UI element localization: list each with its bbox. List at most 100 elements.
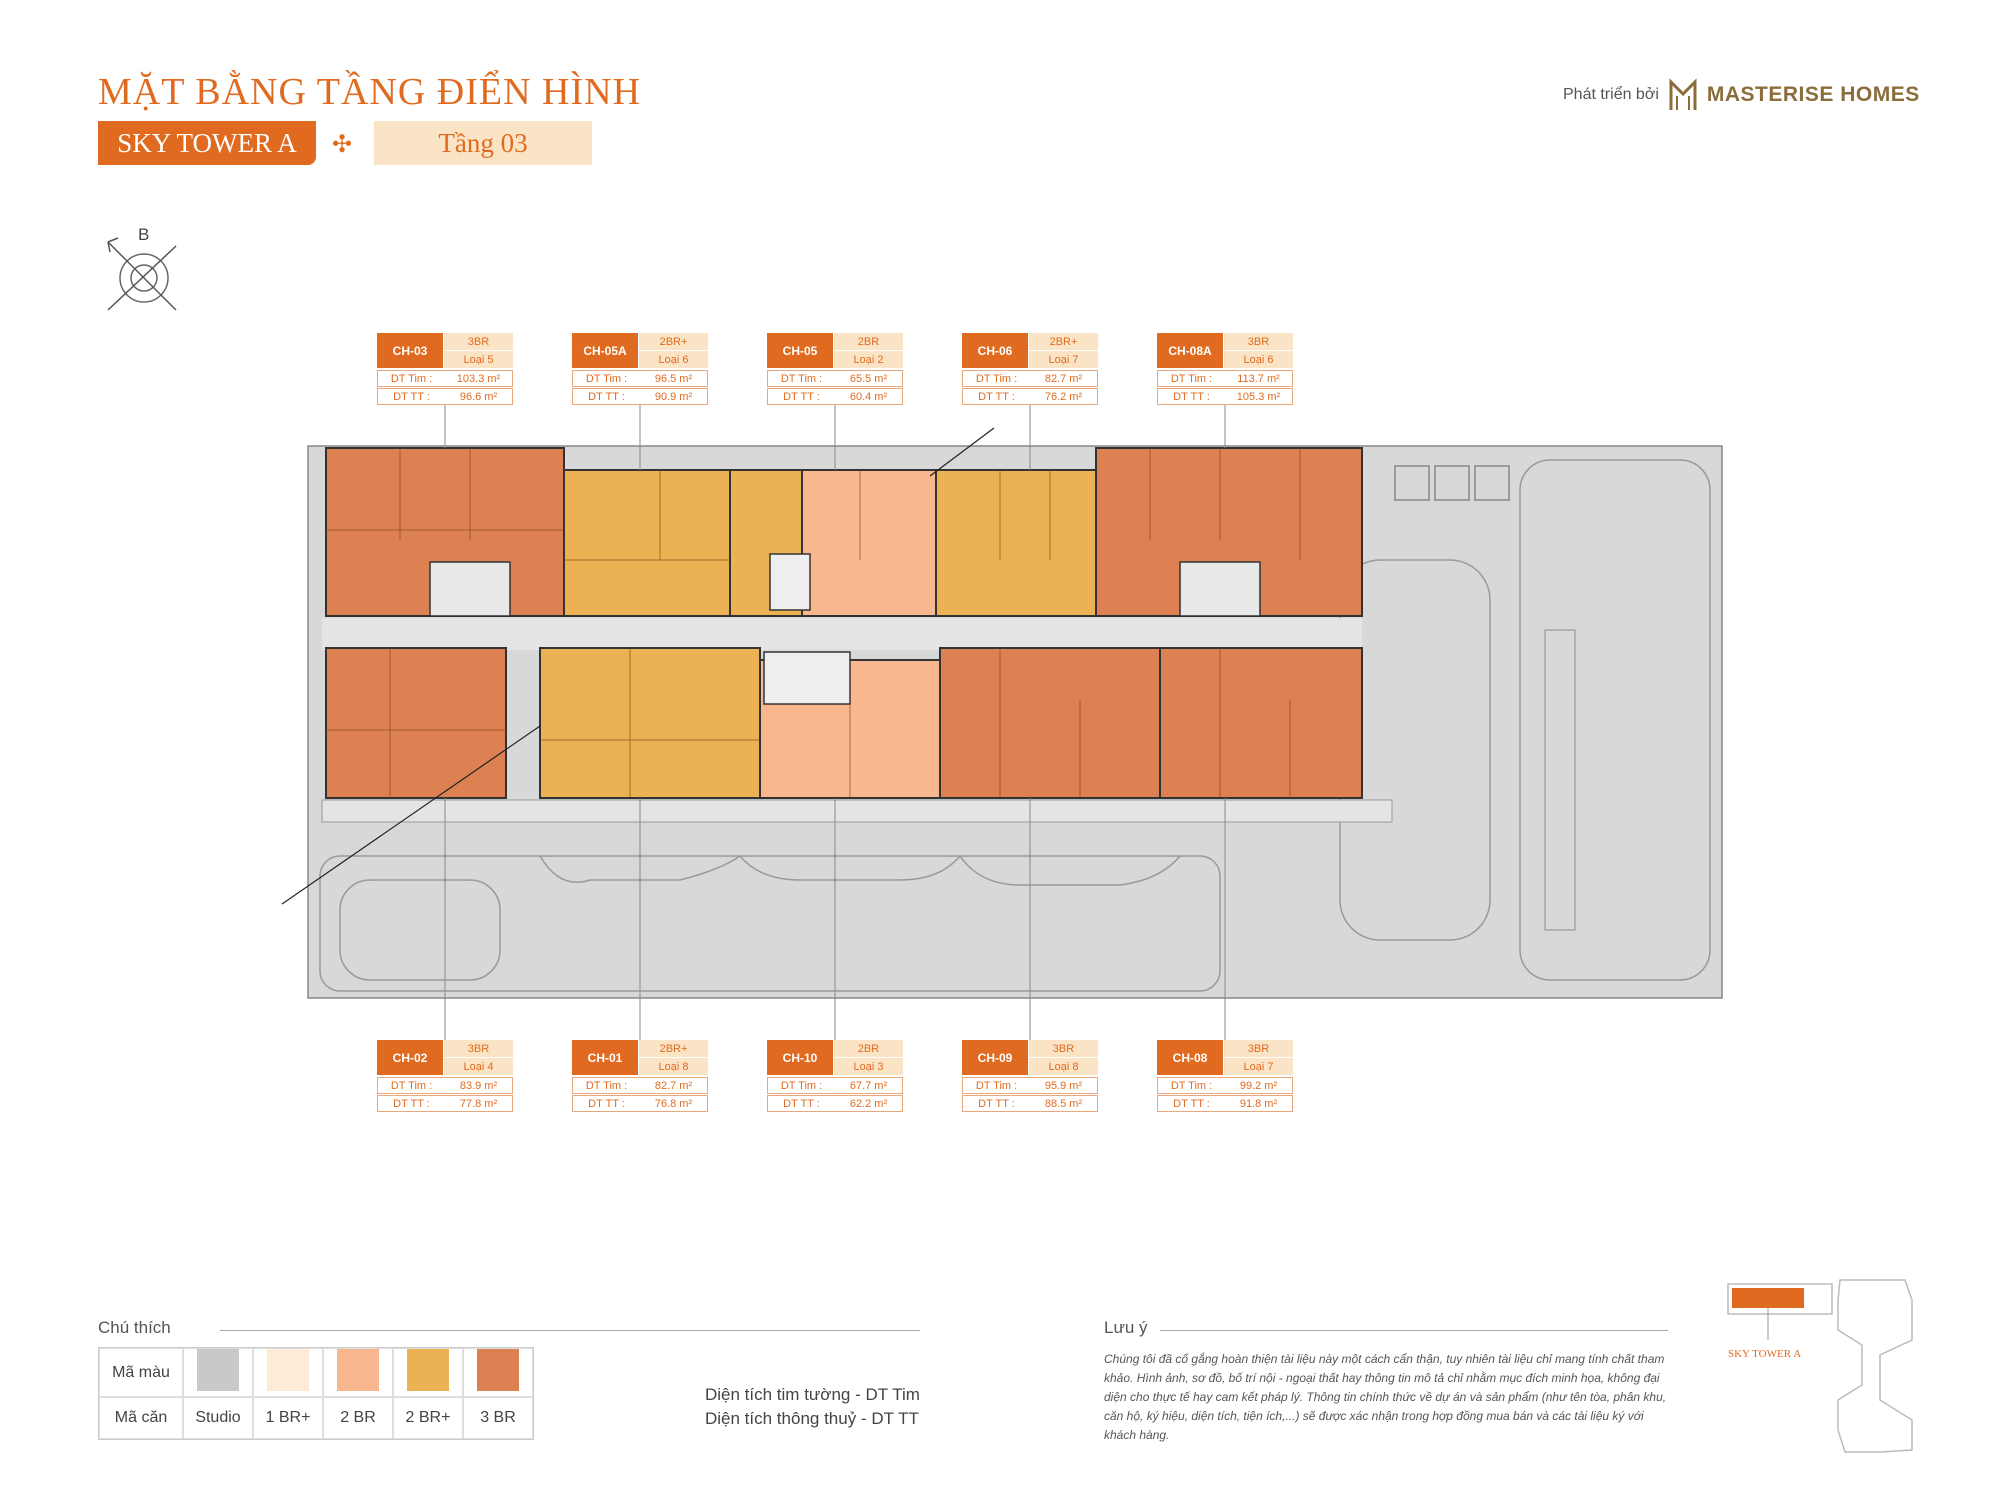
unit-code: CH-03 (377, 333, 443, 368)
notes-title: Lưu ý (1104, 1318, 1148, 1337)
unit-bedrooms: 3BR (1224, 333, 1293, 350)
swatch-2br-plus (407, 1349, 449, 1391)
dt-tt-value: 62.2 m² (849, 1097, 888, 1110)
page-title: MẶT BẰNG TẦNG ĐIỂN HÌNH (98, 71, 642, 113)
dt-tim-label: DT Tim : (390, 372, 433, 385)
legend-item-label: 2 BR+ (393, 1397, 463, 1439)
legend-item-label: 1 BR+ (253, 1397, 323, 1439)
dt-tim-label: DT Tim : (390, 1079, 433, 1092)
unit-type: Loại 5 (444, 351, 513, 368)
dt-tim-label: DT Tim : (1170, 1079, 1213, 1092)
unit-type: Loại 7 (1029, 351, 1098, 368)
unit-type: Loại 2 (834, 351, 903, 368)
unit-type: Loại 3 (834, 1058, 903, 1075)
swatch-3br (477, 1349, 519, 1391)
developer-name: MASTERISE HOMES (1706, 83, 1920, 106)
unit-tag: CH-05 2BR Loại 2 DT Tim :65.5 m² DT TT :… (767, 333, 903, 408)
dt-tim-label: DT Tim : (780, 372, 823, 385)
dt-tim-value: 82.7 m² (1044, 372, 1083, 385)
unit-tag: CH-03 3BR Loại 5 DT Tim :103.3 m² DT TT … (377, 333, 513, 408)
unit-code: CH-02 (377, 1040, 443, 1075)
unit-tag: CH-10 2BR Loại 3 DT Tim :67.7 m² DT TT :… (767, 1040, 903, 1115)
dt-tim-label: DT Tim : (780, 1079, 823, 1092)
dt-tim-value: 82.7 m² (654, 1079, 693, 1092)
dt-tim-label: DT Tim : (585, 1079, 628, 1092)
legend-row-label: Mã căn (99, 1397, 183, 1439)
legend-row-label: Mã màu (99, 1348, 183, 1397)
developer-prefix: Phát triển bởi (1563, 86, 1659, 103)
area-note-tim: Diện tích tim tường - DT Tim (705, 1385, 920, 1404)
dt-tt-label: DT TT : (1173, 390, 1210, 403)
dt-tim-label: DT Tim : (975, 1079, 1018, 1092)
unit-type: Loại 6 (1224, 351, 1293, 368)
unit-type: Loại 8 (639, 1058, 708, 1075)
dt-tt-label: DT TT : (588, 1097, 625, 1110)
unit-bedrooms: 2BR+ (639, 333, 708, 350)
dt-tt-label: DT TT : (783, 390, 820, 403)
dt-tim-label: DT Tim : (585, 372, 628, 385)
unit-bedrooms: 3BR (444, 333, 513, 350)
dt-tim-label: DT Tim : (975, 372, 1018, 385)
unit-tag: CH-08A 3BR Loại 6 DT Tim : 113.7 m² DT TT… (1157, 333, 1293, 408)
unit-code: CH-08A (1157, 333, 1223, 368)
unit-type: Loại 8 (1029, 1058, 1098, 1075)
swatch-1br-plus (267, 1349, 309, 1391)
dt-tt-label: DT TT : (978, 1097, 1015, 1110)
unit-code: CH-06 (962, 333, 1028, 368)
unit-bedrooms: 2BR (834, 1040, 903, 1057)
dt-tt-label: DT TT : (978, 390, 1015, 403)
unit-type: Loại 7 (1224, 1058, 1293, 1075)
dt-tt-value: 90.9 m² (654, 390, 693, 403)
dt-tt-value: 77.8 m² (459, 1097, 498, 1110)
dt-tim-value: 113.7 m² (1237, 372, 1280, 385)
unit-code: CH-01 (572, 1040, 638, 1075)
swatch-2br (337, 1349, 379, 1391)
unit-type: Loại 6 (639, 351, 708, 368)
dt-tim-value: 67.7 m² (849, 1079, 888, 1092)
dt-tt-value: 76.2 m² (1044, 390, 1083, 403)
unit-tag: CH-02 3BR Loại 4 DT Tim :83.9 m² DT TT :… (377, 1040, 513, 1115)
dt-tt-value: 88.5 m² (1044, 1097, 1083, 1110)
dt-tt-value: 91.8 m² (1239, 1097, 1278, 1110)
unit-code: CH-05 (767, 333, 833, 368)
unit-bedrooms: 3BR (1029, 1040, 1098, 1057)
developer: Phát triển bởi MASTERISE HOMES (1563, 78, 1920, 112)
unit-code: CH-09 (962, 1040, 1028, 1075)
unit-tag: CH-08 3BR Loại 7 DT Tim :99.2 m² DT TT :… (1157, 1040, 1293, 1115)
legend-item-label: 3 BR (463, 1397, 533, 1439)
unit-tag: CH-05A 2BR+ Loại 6 DT Tim :96.5 m² DT TT… (572, 333, 708, 408)
unit-tag: CH-09 3BR Loại 8 DT Tim : 95.9 m² DT TT :… (962, 1040, 1098, 1115)
dt-tt-value: 60.4 m² (849, 390, 888, 403)
dt-tt-label: DT TT : (588, 390, 625, 403)
unit-code: CH-10 (767, 1040, 833, 1075)
notes-text: Chúng tôi đã cố gắng hoàn thiện tài liệu… (1104, 1352, 1667, 1442)
unit-bedrooms: 2BR+ (1029, 333, 1098, 350)
masterise-logo-icon (1669, 78, 1697, 110)
area-abbreviations: Diện tích tim tường - DT Tim Diện tích t… (705, 1383, 920, 1431)
tower-tag: SKY TOWER A (98, 121, 316, 165)
dt-tim-value: 65.5 m² (849, 372, 888, 385)
dt-tt-value: 96.6 m² (459, 390, 498, 403)
unit-type: Loại 4 (444, 1058, 513, 1075)
compass-label: B (138, 225, 149, 244)
key-plan-label: SKY TOWER A (1728, 1348, 1802, 1360)
dt-tim-label: DT Tim : (1170, 372, 1213, 385)
dt-tt-value: 76.8 m² (654, 1097, 693, 1110)
unit-code: CH-08 (1157, 1040, 1223, 1075)
dt-tim-value: 83.9 m² (459, 1079, 498, 1092)
dt-tim-value: 95.9 m² (1044, 1079, 1083, 1092)
unit-bedrooms: 3BR (444, 1040, 513, 1057)
compass-icon: B (107, 225, 177, 311)
legend-item-label: 2 BR (323, 1397, 393, 1439)
dt-tim-value: 99.2 m² (1239, 1079, 1278, 1092)
dt-tt-value: 105.3 m² (1236, 390, 1281, 403)
legend-divider (220, 1330, 920, 1331)
legend-item-label: Studio (183, 1397, 253, 1439)
floor-tag: Tầng 03 (374, 121, 592, 165)
unit-bedrooms: 2BR+ (639, 1040, 708, 1057)
dt-tt-label: DT TT : (393, 390, 430, 403)
area-note-tt: Diện tích thông thuỷ - DT TT (705, 1409, 919, 1428)
notes-divider (1160, 1330, 1668, 1331)
unit-tag: CH-01 2BR+ Loại 8 DT Tim : 82.7 m² DT TT … (572, 1040, 708, 1115)
